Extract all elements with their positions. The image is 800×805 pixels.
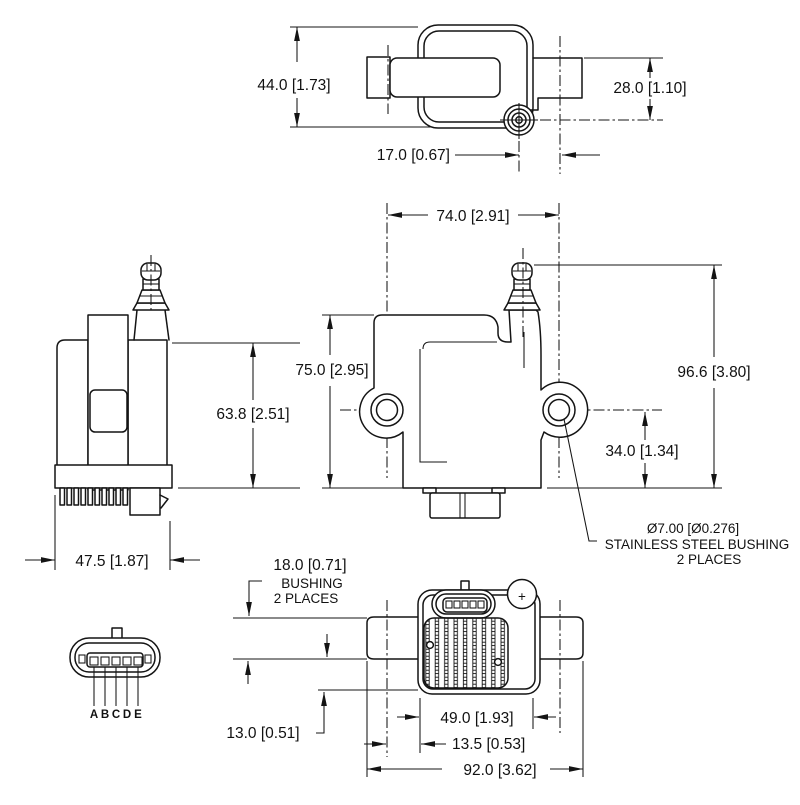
cooling-fins-side [59, 487, 129, 506]
dimension-92: 92.0 [3.62] [367, 760, 583, 782]
side-latch-detail [159, 494, 169, 509]
shoulder-line [422, 341, 497, 350]
top-height-dim-text: 44.0 [1.73] [257, 77, 330, 94]
dimension-47: 47.5 [1.87] [25, 551, 200, 573]
side-body-front-block [127, 339, 168, 468]
dimension-75: 75.0 [2.95] [293, 315, 371, 488]
screw-hole [425, 640, 435, 650]
dimension-13-0: 13.0 [0.51] [224, 692, 327, 745]
hole-to-fin-dim-text: 13.5 [0.53] [452, 736, 525, 753]
pin-label-e: E [134, 709, 142, 721]
tower-offset-dim-text: 17.0 [0.67] [377, 147, 450, 164]
right-bushing [542, 393, 576, 427]
fin-area-bottom [423, 617, 509, 689]
dimension-17: 17.0 [0.67] [374, 145, 600, 167]
pin-label-c: C [112, 709, 120, 721]
bushing-height-callout: 18.0 [0.71] BUSHING 2 PLACES [245, 555, 349, 684]
hv-tower-front [503, 262, 541, 311]
side-body-rear-block [56, 339, 89, 468]
connector-offset-dim-text: 13.0 [0.51] [226, 725, 299, 742]
left-bushing [370, 393, 404, 427]
bushing-note-places: 2 PLACES [274, 591, 339, 606]
dimension-96: 96.6 [3.80] [675, 265, 753, 488]
leader-line [563, 418, 597, 542]
base-connector-front [422, 487, 506, 519]
bushing-note-diameter: Ø7.00 [Ø0.276] [647, 521, 739, 536]
dimension-74: 74.0 [2.91] [388, 206, 559, 228]
left-mount-tab [366, 616, 418, 660]
fin-width-dim-text: 49.0 [1.93] [440, 710, 513, 727]
overall-height-dim-text: 96.6 [3.80] [677, 364, 750, 381]
side-base-flange [54, 464, 173, 489]
side-depth-dim-text: 47.5 [1.87] [75, 553, 148, 570]
hole-spacing-dim-text: 74.0 [2.91] [436, 208, 509, 225]
pin-label-d: D [123, 709, 131, 721]
pin-label-a: A [90, 709, 98, 721]
pin-label-b: B [101, 709, 109, 721]
tower-skirt-edge [133, 309, 138, 341]
connector-key-tab-bottom [460, 580, 470, 591]
dimension-28: 28.0 [1.10] [611, 58, 689, 120]
hv-tower-top [500, 103, 538, 139]
bushing-note-places: 2 PLACES [677, 552, 742, 567]
dimension-63: 63.8 [2.51] [214, 343, 292, 488]
dimension-34: 34.0 [1.34] [603, 412, 681, 488]
side-connector-block [129, 487, 161, 516]
top-view: 44.0 [1.73] 28.0 [1.10] 17.0 [0.67] [255, 24, 689, 174]
coil-front-outline [358, 309, 589, 489]
mount-bracket-arm [526, 57, 583, 111]
bushing-note-word: BUSHING [281, 576, 343, 591]
dimension-13-5: 13.5 [0.53] [364, 734, 528, 756]
connector-detail-view: A B C D E [69, 627, 161, 721]
hidden-step-line [419, 349, 447, 463]
latch-slot [78, 654, 86, 664]
overall-width-dim-text: 92.0 [3.62] [463, 762, 536, 779]
side-height-dim-text: 63.8 [2.51] [216, 406, 289, 423]
hole-to-base-dim-text: 34.0 [1.34] [605, 443, 678, 460]
side-view: 63.8 [2.51] 47.5 [1.87] [25, 255, 300, 573]
front-view: 74.0 [2.91] 75.0 [2.95] 96.6 [3.80] 34.0… [293, 203, 791, 569]
body-height-dim-text: 75.0 [2.95] [295, 362, 368, 379]
dimension-44: 44.0 [1.73] [255, 27, 333, 127]
connector-bottom [431, 589, 496, 619]
latch-slot [144, 654, 152, 664]
bushing-height-dim-text: 18.0 [0.71] [273, 557, 346, 574]
tower-skirt-edge [164, 309, 170, 341]
polarity-mark: + [518, 589, 526, 604]
side-body-recess [89, 389, 128, 433]
polarity-boss [506, 578, 538, 610]
connector-pins [89, 656, 143, 666]
pin-leader-lines [93, 667, 139, 706]
bushing-note-material: STAINLESS STEEL BUSHING [605, 537, 790, 552]
mount-ear-tab [366, 56, 391, 99]
dimension-49: 49.0 [1.93] [397, 708, 556, 730]
right-mount-tab [540, 616, 584, 660]
screw-hole [493, 657, 503, 667]
bottom-view: + 18.0 [0.71] BUSHING 2 [224, 555, 584, 782]
bracket-height-dim-text: 28.0 [1.10] [613, 80, 686, 97]
bushing-callout: Ø7.00 [Ø0.276] STAINLESS STEEL BUSHING 2… [563, 418, 791, 569]
boss-slot [389, 57, 501, 98]
